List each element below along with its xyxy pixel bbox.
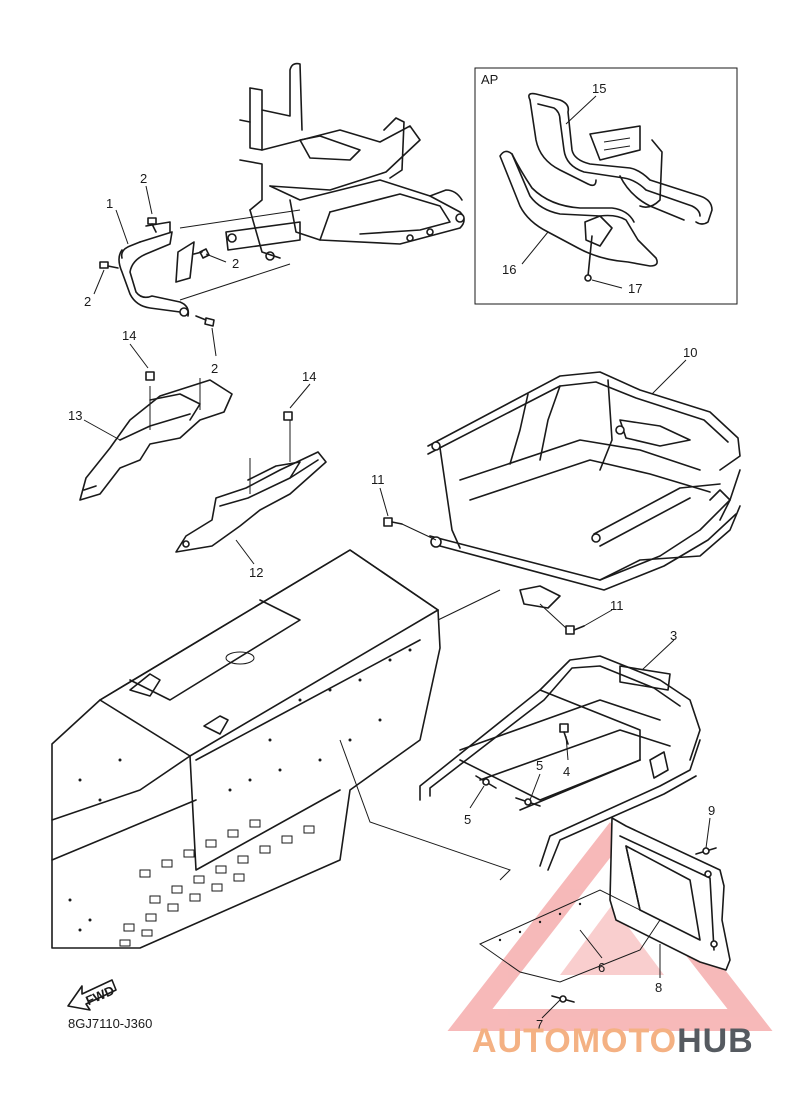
front-bumper-1: [118, 221, 195, 317]
callout-11b: 11: [610, 598, 624, 613]
watermark-text: AUTOMOTOHUB: [472, 1022, 754, 1061]
callout-1: 1: [106, 196, 113, 211]
rivets-7-9: [551, 847, 717, 1003]
side-panel-12: [175, 411, 327, 553]
callout-5a: 5: [464, 812, 471, 827]
callout-13: 13: [68, 408, 82, 423]
callout-17: 17: [628, 281, 642, 296]
rivets-5: [475, 775, 541, 807]
callout-12: 12: [249, 565, 263, 580]
callout-15: 15: [592, 81, 606, 96]
callout-8: 8: [655, 980, 662, 995]
fwd-label: FWD: [83, 983, 116, 1009]
callout-10: 10: [683, 345, 697, 360]
bolts-2: [99, 217, 215, 327]
bolts-11: [383, 517, 585, 635]
rear-frame-10: [427, 371, 741, 609]
upper-frame-assembly: [179, 62, 465, 301]
inset-label: AP: [481, 72, 499, 87]
inset-skidplate-16: [499, 150, 658, 282]
inset-bumper-15: [528, 92, 713, 225]
leader-lines: [83, 95, 711, 1019]
side-panel-13: [79, 371, 233, 501]
callout-2b: 2: [232, 256, 239, 271]
callout-2c: 2: [84, 294, 91, 309]
flap-plate-6: [478, 889, 661, 983]
callout-16: 16: [502, 262, 516, 277]
callout-11a: 11: [371, 472, 385, 487]
main-chassis: [51, 549, 511, 949]
callout-9: 9: [708, 803, 715, 818]
callout-4: 4: [563, 764, 570, 779]
callout-6: 6: [598, 960, 605, 975]
lower-rack-3: [419, 655, 701, 871]
callout-14a: 14: [122, 328, 136, 343]
callout-2d: 2: [211, 361, 218, 376]
callout-7: 7: [536, 1017, 543, 1032]
watermark-part2: HUB: [677, 1022, 754, 1060]
callouts: 1 2 2 2 2 3 4 5 5 6 7 8 9 10 11 11 12 13…: [68, 81, 715, 1032]
mud-flap-8: [609, 817, 731, 971]
callout-14b: 14: [302, 369, 316, 384]
watermark-part1: AUTOMOTO: [472, 1022, 678, 1060]
callout-5b: 5: [536, 758, 543, 773]
part-code: 8GJ7110-J360: [68, 1016, 153, 1031]
callout-3: 3: [670, 628, 677, 643]
callout-2a: 2: [140, 171, 147, 186]
fwd-arrow-icon: FWD: [67, 979, 117, 1011]
inset-box: [474, 67, 738, 305]
